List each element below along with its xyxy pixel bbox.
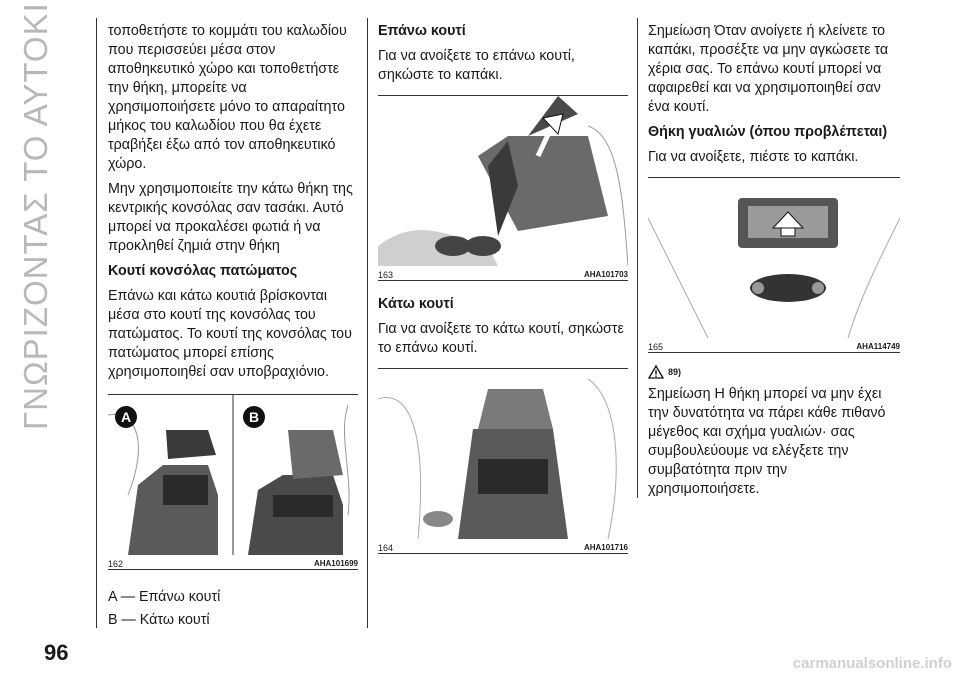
sidebar: ΓΝΩΡΙΖΟΝΤΑΣ ΤΟ ΑΥΤΟΚΙΝΗΤΟ ΣΑΣ <box>0 0 72 440</box>
legend-item-a: A — Επάνω κουτί <box>108 589 221 605</box>
warning-triangle-icon <box>648 365 664 379</box>
margin-line <box>96 18 97 628</box>
paragraph: Επάνω και κάτω κουτιά βρίσκονται μέσα στ… <box>108 288 352 380</box>
figure-number: 162 <box>108 559 124 569</box>
figure-code: AHA101699 <box>313 559 358 568</box>
label-b: B <box>249 409 259 425</box>
column-divider-1 <box>367 18 368 628</box>
figure-code: AHA101703 <box>583 270 628 279</box>
paragraph: τοποθετήστε το κομμάτι του καλωδίου που … <box>108 23 347 172</box>
figure-number: 164 <box>378 543 394 553</box>
figure-caption: 165 AHA114749 <box>648 338 900 352</box>
figure-164-image <box>378 369 628 539</box>
section-heading: Επάνω κουτί <box>378 23 466 39</box>
figure-caption: 164 AHA101716 <box>378 539 628 553</box>
figure-162-image: A B <box>108 395 358 555</box>
chapter-title: ΓΝΩΡΙΖΟΝΤΑΣ ΤΟ ΑΥΤΟΚΙΝΗΤΟ ΣΑΣ <box>17 0 54 430</box>
section-heading: Κάτω κουτί <box>378 296 454 312</box>
paragraph: Σημείωση Η θήκη μπορεί να μην έχει την δ… <box>648 386 886 497</box>
figure-165-image <box>648 178 900 338</box>
figure-number: 165 <box>648 342 664 352</box>
paragraph: Σημείωση Όταν ανοίγετε ή κλείνετε το καπ… <box>648 23 889 115</box>
paragraph: Για να ανοίξετε το επάνω κουτί, σηκώστε … <box>378 48 575 83</box>
warning-number: 89) <box>668 367 682 377</box>
watermark: carmanualsonline.info <box>792 655 952 672</box>
figure-165: 165 AHA114749 <box>648 177 900 353</box>
page-number: 96 <box>44 640 69 665</box>
figure-162: A B 162 AHA101699 <box>108 394 358 570</box>
figure-caption: 163 AHA101703 <box>378 266 628 280</box>
column-1: τοποθετήστε το κομμάτι του καλωδίου που … <box>108 22 358 634</box>
label-a: A <box>121 409 131 425</box>
section-heading: Κουτί κονσόλας πατώματος <box>108 263 298 279</box>
legend-item-b: B — Κάτω κουτί <box>108 612 210 628</box>
column-2: Επάνω κουτί Για να ανοίξετε το επάνω κου… <box>378 22 628 558</box>
figure-163: 163 AHA101703 <box>378 95 628 281</box>
label-a-badge <box>115 406 137 428</box>
paragraph: Μην χρησιμοποιείτε την κάτω θήκη της κεν… <box>108 181 353 254</box>
figure-code: AHA114749 <box>856 342 900 351</box>
figure-legend: A — Επάνω κουτί B — Κάτω κουτί <box>108 588 358 630</box>
paragraph: Για να ανοίξετε το κάτω κουτί, σηκώστε τ… <box>378 321 624 356</box>
figure-164: 164 AHA101716 <box>378 368 628 554</box>
label-b-badge <box>243 406 265 428</box>
figure-caption: 162 AHA101699 <box>108 555 358 569</box>
warning-reference: 89) <box>648 365 681 379</box>
paragraph: Για να ανοίξετε, πιέστε το καπάκι. <box>648 149 859 165</box>
section-heading: Θήκη γυαλιών (όπου προβλέπεται) <box>648 124 888 140</box>
figure-code: AHA101716 <box>583 543 628 552</box>
column-3: Σημείωση Όταν ανοίγετε ή κλείνετε το καπ… <box>648 22 900 505</box>
figure-number: 163 <box>378 270 394 280</box>
up-arrow-icon <box>542 113 564 136</box>
column-divider-2 <box>637 18 638 498</box>
figure-163-image <box>378 96 628 266</box>
